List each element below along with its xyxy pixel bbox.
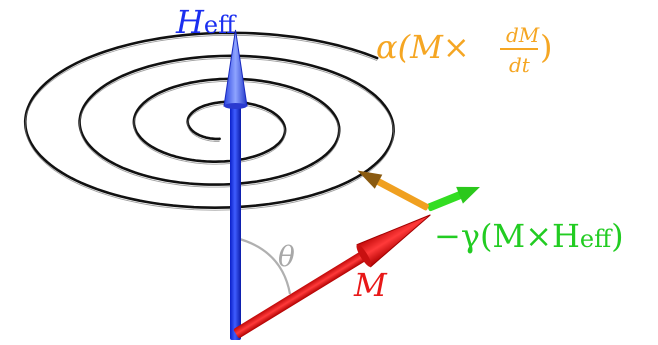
svg-text:dt: dt: [509, 53, 531, 77]
heff-arrow: [223, 29, 248, 340]
svg-text:): ): [540, 28, 552, 66]
svg-text:dM: dM: [506, 23, 540, 47]
precession-spiral: [23, 31, 395, 209]
magnetization-label: M: [353, 266, 388, 304]
heff-label: Heff: [175, 3, 237, 41]
magnetization-arrow: [233, 214, 431, 338]
theta-label: θ: [278, 240, 295, 273]
precession-spiral-shadow: [24, 34, 395, 211]
precession-term-label: −γ(M×Heff): [434, 217, 624, 255]
precession-torque-arrow: [427, 186, 480, 212]
svg-text:α(M×: α(M×: [376, 28, 470, 66]
damping-torque-arrow: [357, 170, 429, 211]
theta-angle-arc: [235, 236, 292, 295]
damping-term-label: α(M× dM dt ): [376, 23, 552, 77]
